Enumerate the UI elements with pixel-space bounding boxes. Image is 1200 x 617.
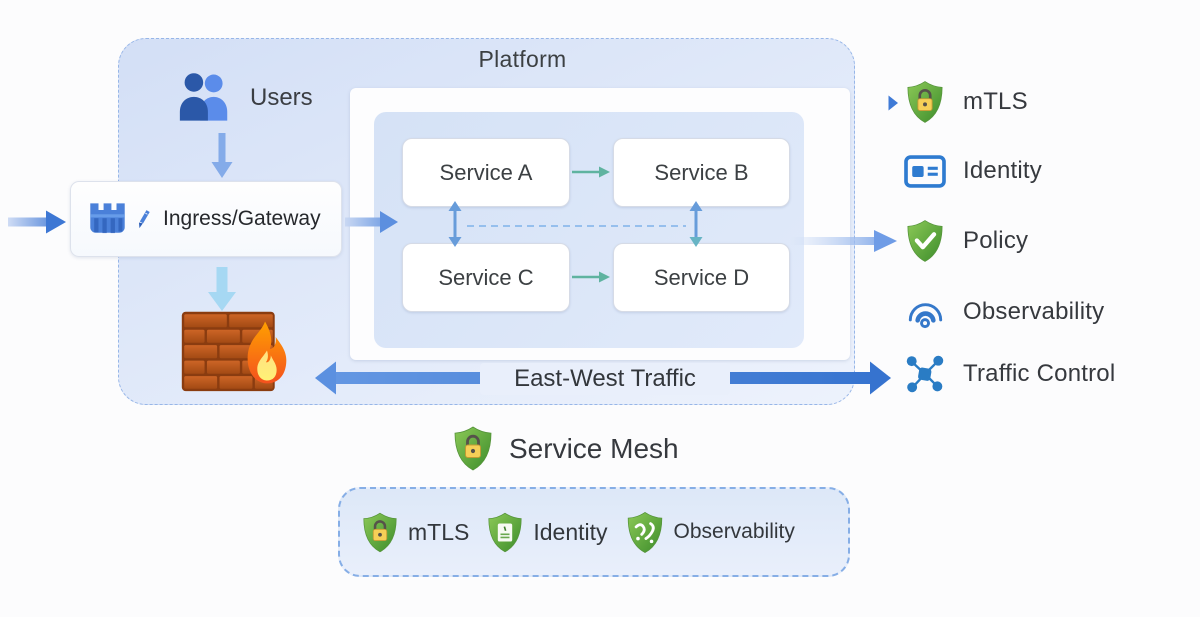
shield-lock-icon	[362, 511, 398, 554]
ingress-gateway-node: Ingress/Gateway	[70, 181, 342, 257]
capability-observability: Observability	[626, 511, 795, 554]
legend-label-traffic-control: Traffic Control	[963, 360, 1116, 387]
service-mesh-caption: Service Mesh	[453, 425, 679, 472]
legend-item-policy: Policy	[902, 218, 1028, 264]
mesh-capabilities-box: mTLS Identity Observability	[338, 487, 850, 577]
capability-label-observability: Observability	[673, 520, 795, 543]
service-b-node: Service B	[613, 138, 790, 207]
service-d-node: Service D	[613, 243, 790, 312]
shield-telemetry-icon	[626, 511, 664, 554]
users-icon	[179, 73, 228, 121]
capability-identity: Identity	[487, 511, 608, 554]
shield-lock-icon	[902, 79, 948, 125]
legend-label-observability: Observability	[963, 298, 1105, 325]
external-to-ingress-arrow	[8, 210, 66, 234]
capability-label-mtls: mTLS	[408, 518, 470, 545]
id-card-icon	[902, 148, 948, 194]
platform-title: Platform	[478, 46, 567, 72]
shield-lock-icon	[453, 425, 493, 472]
users-label: Users	[250, 84, 313, 111]
legend-label-mtls: mTLS	[963, 88, 1028, 115]
capability-label-identity: Identity	[533, 518, 608, 545]
service-a-node: Service A	[402, 138, 570, 207]
ingress-gateway-label: Ingress/Gateway	[163, 207, 321, 230]
legend-item-mtls: mTLS	[902, 79, 1028, 125]
firewall-icon	[181, 311, 287, 392]
legend-item-identity: Identity	[902, 148, 1042, 194]
legend-label-identity: Identity	[963, 157, 1042, 184]
shield-check-icon	[902, 218, 948, 264]
traffic-control-icon	[902, 351, 948, 397]
shield-certificate-icon	[487, 511, 523, 554]
legend-item-traffic-control: Traffic Control	[902, 351, 1115, 397]
legend-item-observability: Observability	[902, 289, 1104, 335]
capability-mtls: mTLS	[362, 511, 469, 554]
gateway-castle-icon	[90, 203, 125, 234]
east-west-traffic-label: East-West Traffic	[480, 363, 730, 395]
service-c-node: Service C	[402, 243, 570, 312]
pen-icon	[138, 209, 151, 229]
service-mesh-label: Service Mesh	[509, 432, 679, 464]
mtls-pointer-icon	[888, 95, 898, 111]
observability-icon	[902, 289, 948, 335]
legend-label-policy: Policy	[963, 227, 1029, 254]
